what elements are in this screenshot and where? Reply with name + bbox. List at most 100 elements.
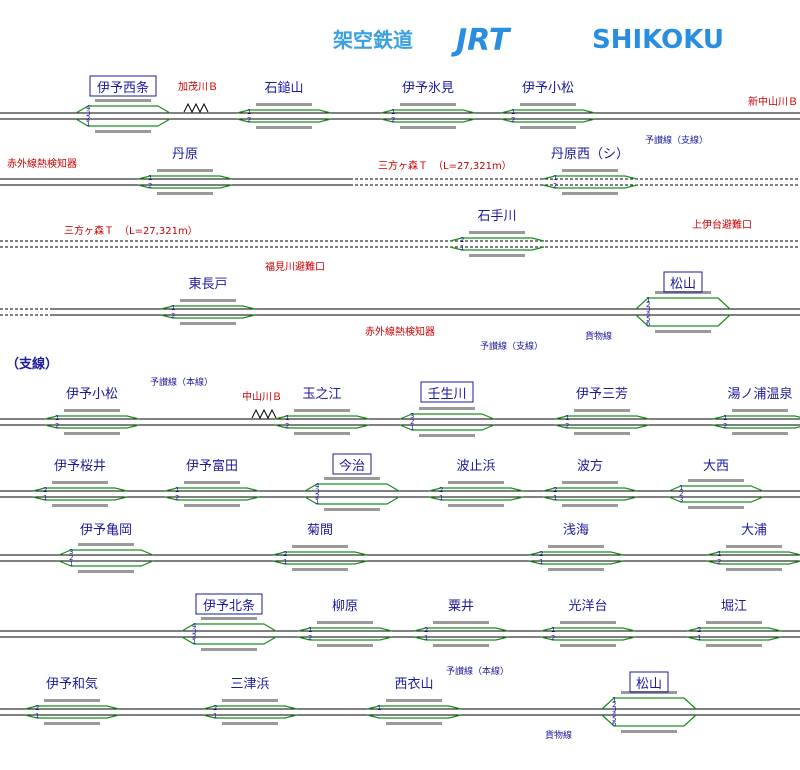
annotation: 赤外線熱検知器: [7, 157, 77, 170]
title-block: 架空鉄道 JRT SHIKOKU: [333, 23, 724, 58]
annotation: （支線）: [6, 356, 58, 372]
loop-track: [24, 705, 120, 710]
loop-track: [304, 496, 400, 505]
station-name: 光洋台: [568, 599, 607, 614]
track-number: 3: [612, 706, 616, 714]
platform: [560, 644, 616, 647]
station-name: 松山: [670, 277, 696, 292]
annotation: 貨物線: [585, 330, 612, 342]
track-number: 1: [511, 108, 515, 116]
platform: [324, 508, 380, 511]
station-name: 波方: [577, 458, 603, 474]
title-sub: SHIKOKU: [592, 25, 724, 55]
track-number: 2: [551, 634, 555, 642]
platform: [574, 432, 630, 435]
loop-track: [137, 184, 233, 189]
platform: [201, 648, 257, 651]
track-number: 1: [192, 638, 196, 646]
track-number: 1: [717, 550, 721, 558]
track-number: 1: [285, 414, 289, 422]
loop-track: [274, 415, 370, 420]
annotation: 上伊台避難口: [692, 218, 752, 231]
track-number: 2: [391, 116, 395, 124]
station-name: 玉之江: [302, 387, 341, 402]
loop-track: [160, 305, 256, 310]
loop-track: [44, 424, 140, 429]
track-number: 4: [646, 310, 651, 318]
loop-track: [297, 627, 393, 632]
platform: [562, 504, 618, 507]
annotation: 新中山川Ｂ: [748, 95, 798, 108]
station-name: 丹原西（シ）: [551, 147, 629, 162]
loop-track: [542, 487, 638, 492]
station-name: 粟井: [448, 599, 474, 614]
platform: [621, 730, 677, 733]
track-number: 1: [697, 634, 701, 642]
station-name: 今治: [339, 458, 365, 474]
annotation: 予讃線（支線）: [645, 134, 708, 146]
platform: [726, 545, 782, 548]
line-row: 4321伊予西条12石鎚山12伊予氷見12伊予小松加茂川Ｂ新中山川Ｂ予讃線（支線…: [0, 75, 800, 146]
track-number: 2: [308, 634, 312, 642]
track-number: 1: [424, 634, 428, 642]
track-number: 1: [439, 494, 443, 502]
loop-track: [399, 413, 495, 420]
title-logo: JRT: [451, 23, 512, 58]
track-number: 2: [539, 550, 543, 558]
line-row: 12丹原12丹原西（シ）赤外線熱検知器三方ヶ森Ｔ （L=27,321m）: [0, 147, 800, 195]
platform: [400, 103, 456, 106]
annotation: 三方ヶ森Ｔ （L=27,321m）: [378, 159, 512, 172]
track-number: 2: [213, 704, 217, 712]
loop-track: [500, 109, 596, 114]
track-number: 1: [69, 560, 73, 568]
station-name: 菊間: [307, 523, 333, 538]
station-name: 伊予和気: [46, 676, 98, 692]
platform: [706, 621, 762, 624]
track-number: 2: [565, 422, 569, 430]
track-number: 1: [723, 414, 727, 422]
platform: [222, 699, 278, 702]
track-number: 1: [86, 120, 90, 128]
loop-track: [554, 424, 650, 429]
platform: [548, 545, 604, 548]
platform: [78, 543, 134, 546]
station-name: 堀江: [721, 599, 747, 614]
track-number: 3: [192, 627, 196, 635]
loop-track: [449, 246, 545, 251]
loop-track: [686, 636, 782, 641]
track-number: 2: [553, 182, 557, 190]
loop-track: [542, 496, 638, 501]
track-number: 1: [175, 486, 179, 494]
loop-track: [380, 118, 476, 123]
track-number: 2: [69, 554, 73, 562]
station-name: 湯ノ浦温泉: [727, 386, 792, 402]
loop-track: [202, 705, 298, 710]
platform: [419, 407, 475, 410]
annotation: 貨物線: [545, 729, 572, 741]
platform: [95, 99, 151, 102]
track-number: 2: [247, 116, 251, 124]
loop-track: [181, 636, 277, 645]
platform: [292, 545, 348, 548]
platform: [44, 722, 100, 725]
station-box: [89, 75, 157, 97]
platform: [184, 481, 240, 484]
loop-track: [554, 415, 650, 420]
loop-track: [44, 415, 140, 420]
track-number: 4: [612, 710, 617, 718]
station-box: [629, 671, 669, 693]
